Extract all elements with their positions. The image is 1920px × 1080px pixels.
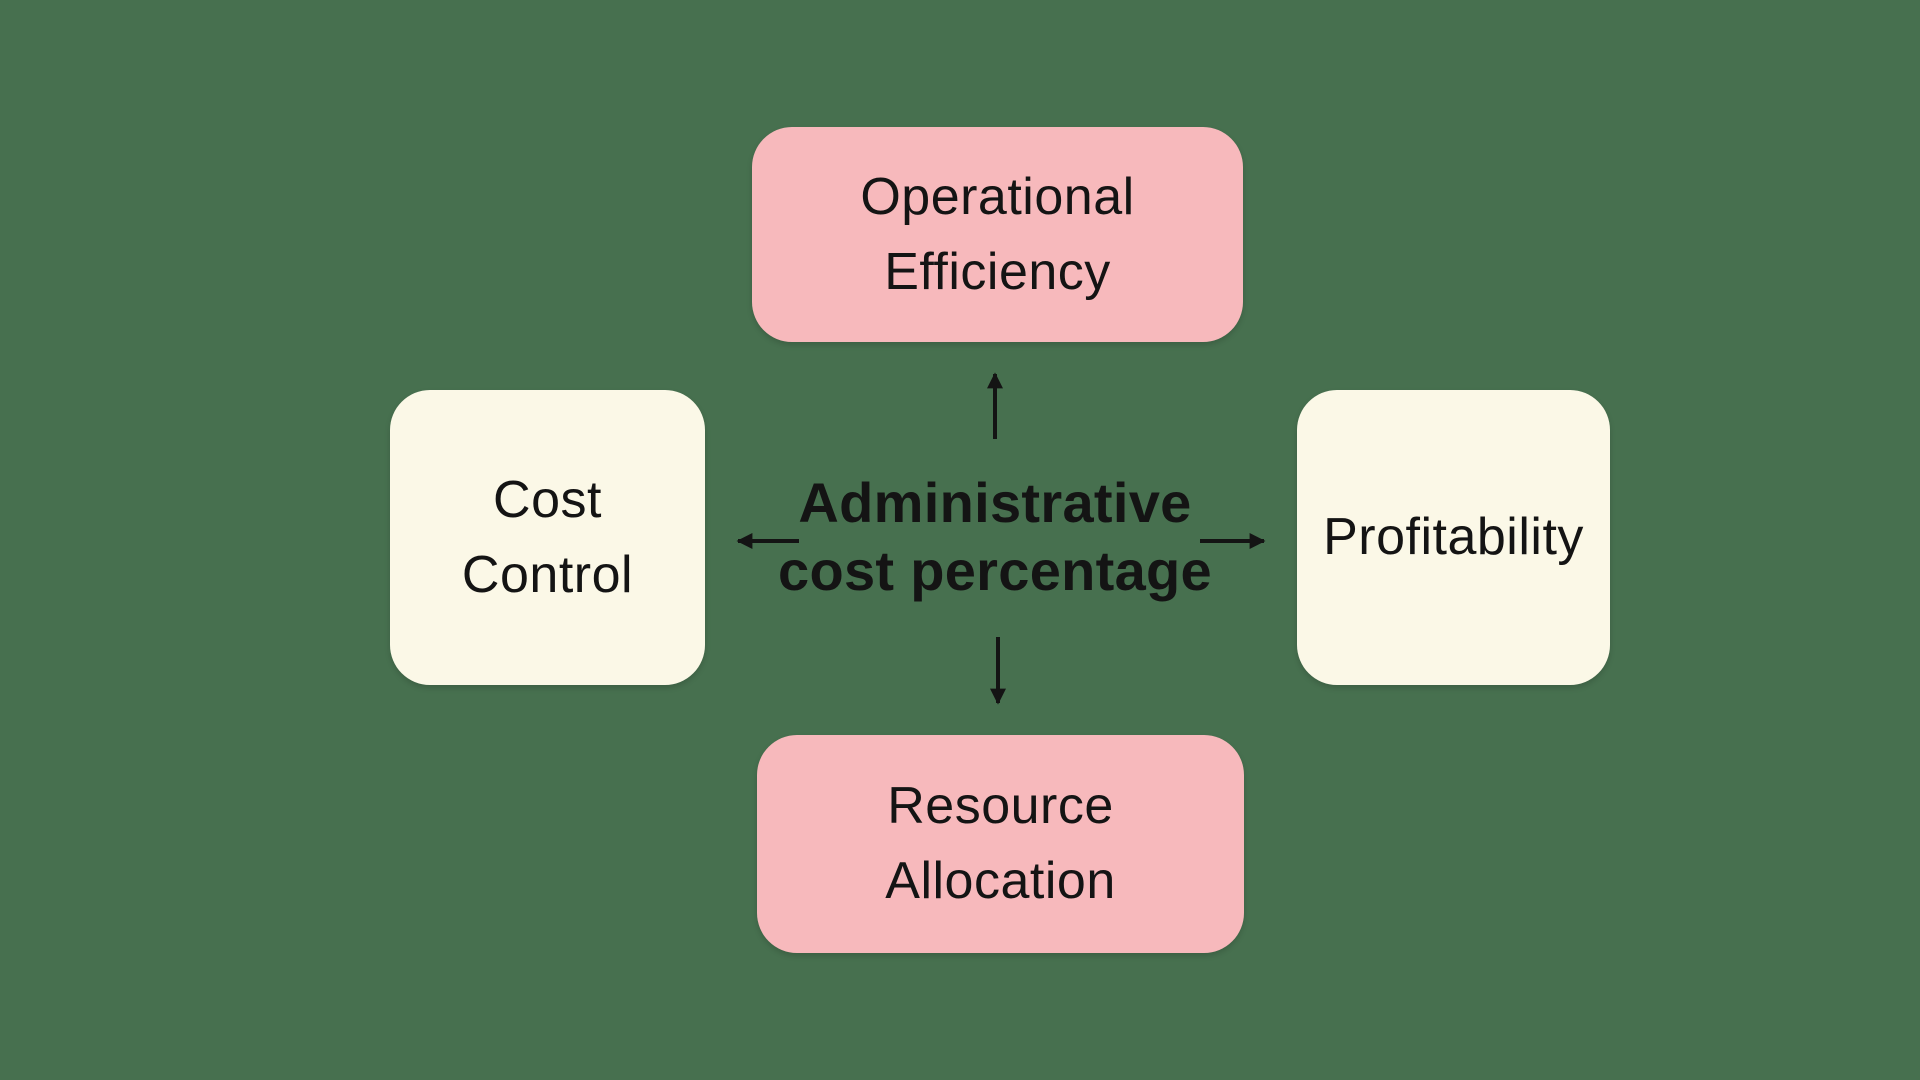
node-cost-control-label: Cost Control xyxy=(461,470,634,604)
node-cost-control: Cost Control xyxy=(390,390,705,685)
node-profitability-label: Profitability xyxy=(1323,508,1584,566)
node-resource-allocation: Resource Allocation xyxy=(757,735,1244,953)
node-operational-efficiency-label: Operational Efficiency xyxy=(860,167,1135,301)
node-resource-allocation-label: Resource Allocation xyxy=(885,777,1116,910)
center-concept-label: Administrative cost percentage xyxy=(778,471,1212,602)
node-operational-efficiency: Operational Efficiency xyxy=(752,127,1243,342)
node-profitability: Profitability xyxy=(1297,390,1610,685)
